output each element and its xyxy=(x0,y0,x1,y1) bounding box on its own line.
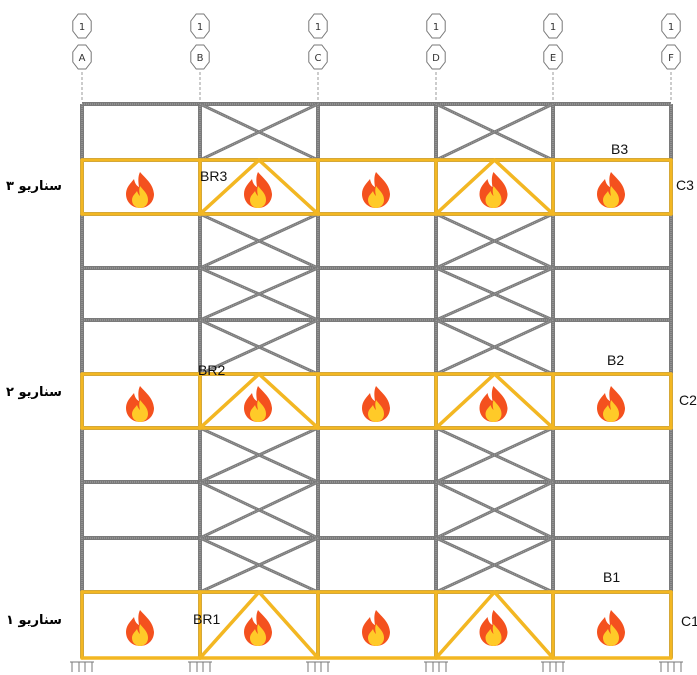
fire-icon xyxy=(244,610,272,646)
svg-text:B: B xyxy=(197,53,204,64)
svg-text:1: 1 xyxy=(197,22,203,33)
svg-text:A: A xyxy=(79,53,86,64)
svg-text:F: F xyxy=(668,53,674,64)
grid-bubble-f: 1F xyxy=(661,13,681,100)
grid-bubble-b: 1B xyxy=(190,13,210,100)
scenario-3-label: سناریو ۳ xyxy=(6,179,62,194)
fire-icon xyxy=(126,172,154,208)
svg-text:1: 1 xyxy=(668,22,674,33)
brace-label-br3: BR3 xyxy=(200,168,227,184)
scenario-2-label: سناریو ۲ xyxy=(6,385,62,400)
fire-icon xyxy=(362,610,390,646)
base-supports xyxy=(70,661,683,672)
grid-bubble-d: 1D xyxy=(426,13,446,100)
svg-text:1: 1 xyxy=(550,22,556,33)
scenario-1-label: سناریو ۱ xyxy=(6,613,62,628)
svg-text:C: C xyxy=(315,53,322,64)
column-label-c1: C1 xyxy=(681,613,697,629)
fire-scenario-members xyxy=(80,158,673,660)
fire-icon xyxy=(126,610,154,646)
fire-icon xyxy=(362,386,390,422)
fire-icon xyxy=(244,386,272,422)
svg-text:E: E xyxy=(550,53,556,64)
svg-text:1: 1 xyxy=(315,22,321,33)
fire-icon xyxy=(244,172,272,208)
fire-icon xyxy=(362,172,390,208)
column-label-c3: C3 xyxy=(676,177,694,193)
fire-icon xyxy=(479,386,508,422)
svg-text:1: 1 xyxy=(79,22,85,33)
column-label-c2: C2 xyxy=(679,392,697,408)
beam-label-b3: B3 xyxy=(611,141,628,157)
grid-bubble-a: 1A xyxy=(72,13,92,100)
fire-icon xyxy=(479,610,508,646)
svg-text:1: 1 xyxy=(433,22,439,33)
brace-label-br1: BR1 xyxy=(193,611,220,627)
fire-icon xyxy=(597,386,625,422)
grid-bubble-e: 1E xyxy=(543,13,563,100)
fire-icon xyxy=(597,610,625,646)
fire-icon xyxy=(597,172,625,208)
fire-icon xyxy=(479,172,508,208)
fire-icon xyxy=(126,386,154,422)
beam-label-b1: B1 xyxy=(603,569,620,585)
beam-label-b2: B2 xyxy=(607,352,624,368)
svg-text:D: D xyxy=(432,53,440,64)
brace-label-br2: BR2 xyxy=(198,362,225,378)
grid-bubble-c: 1C xyxy=(308,13,328,100)
